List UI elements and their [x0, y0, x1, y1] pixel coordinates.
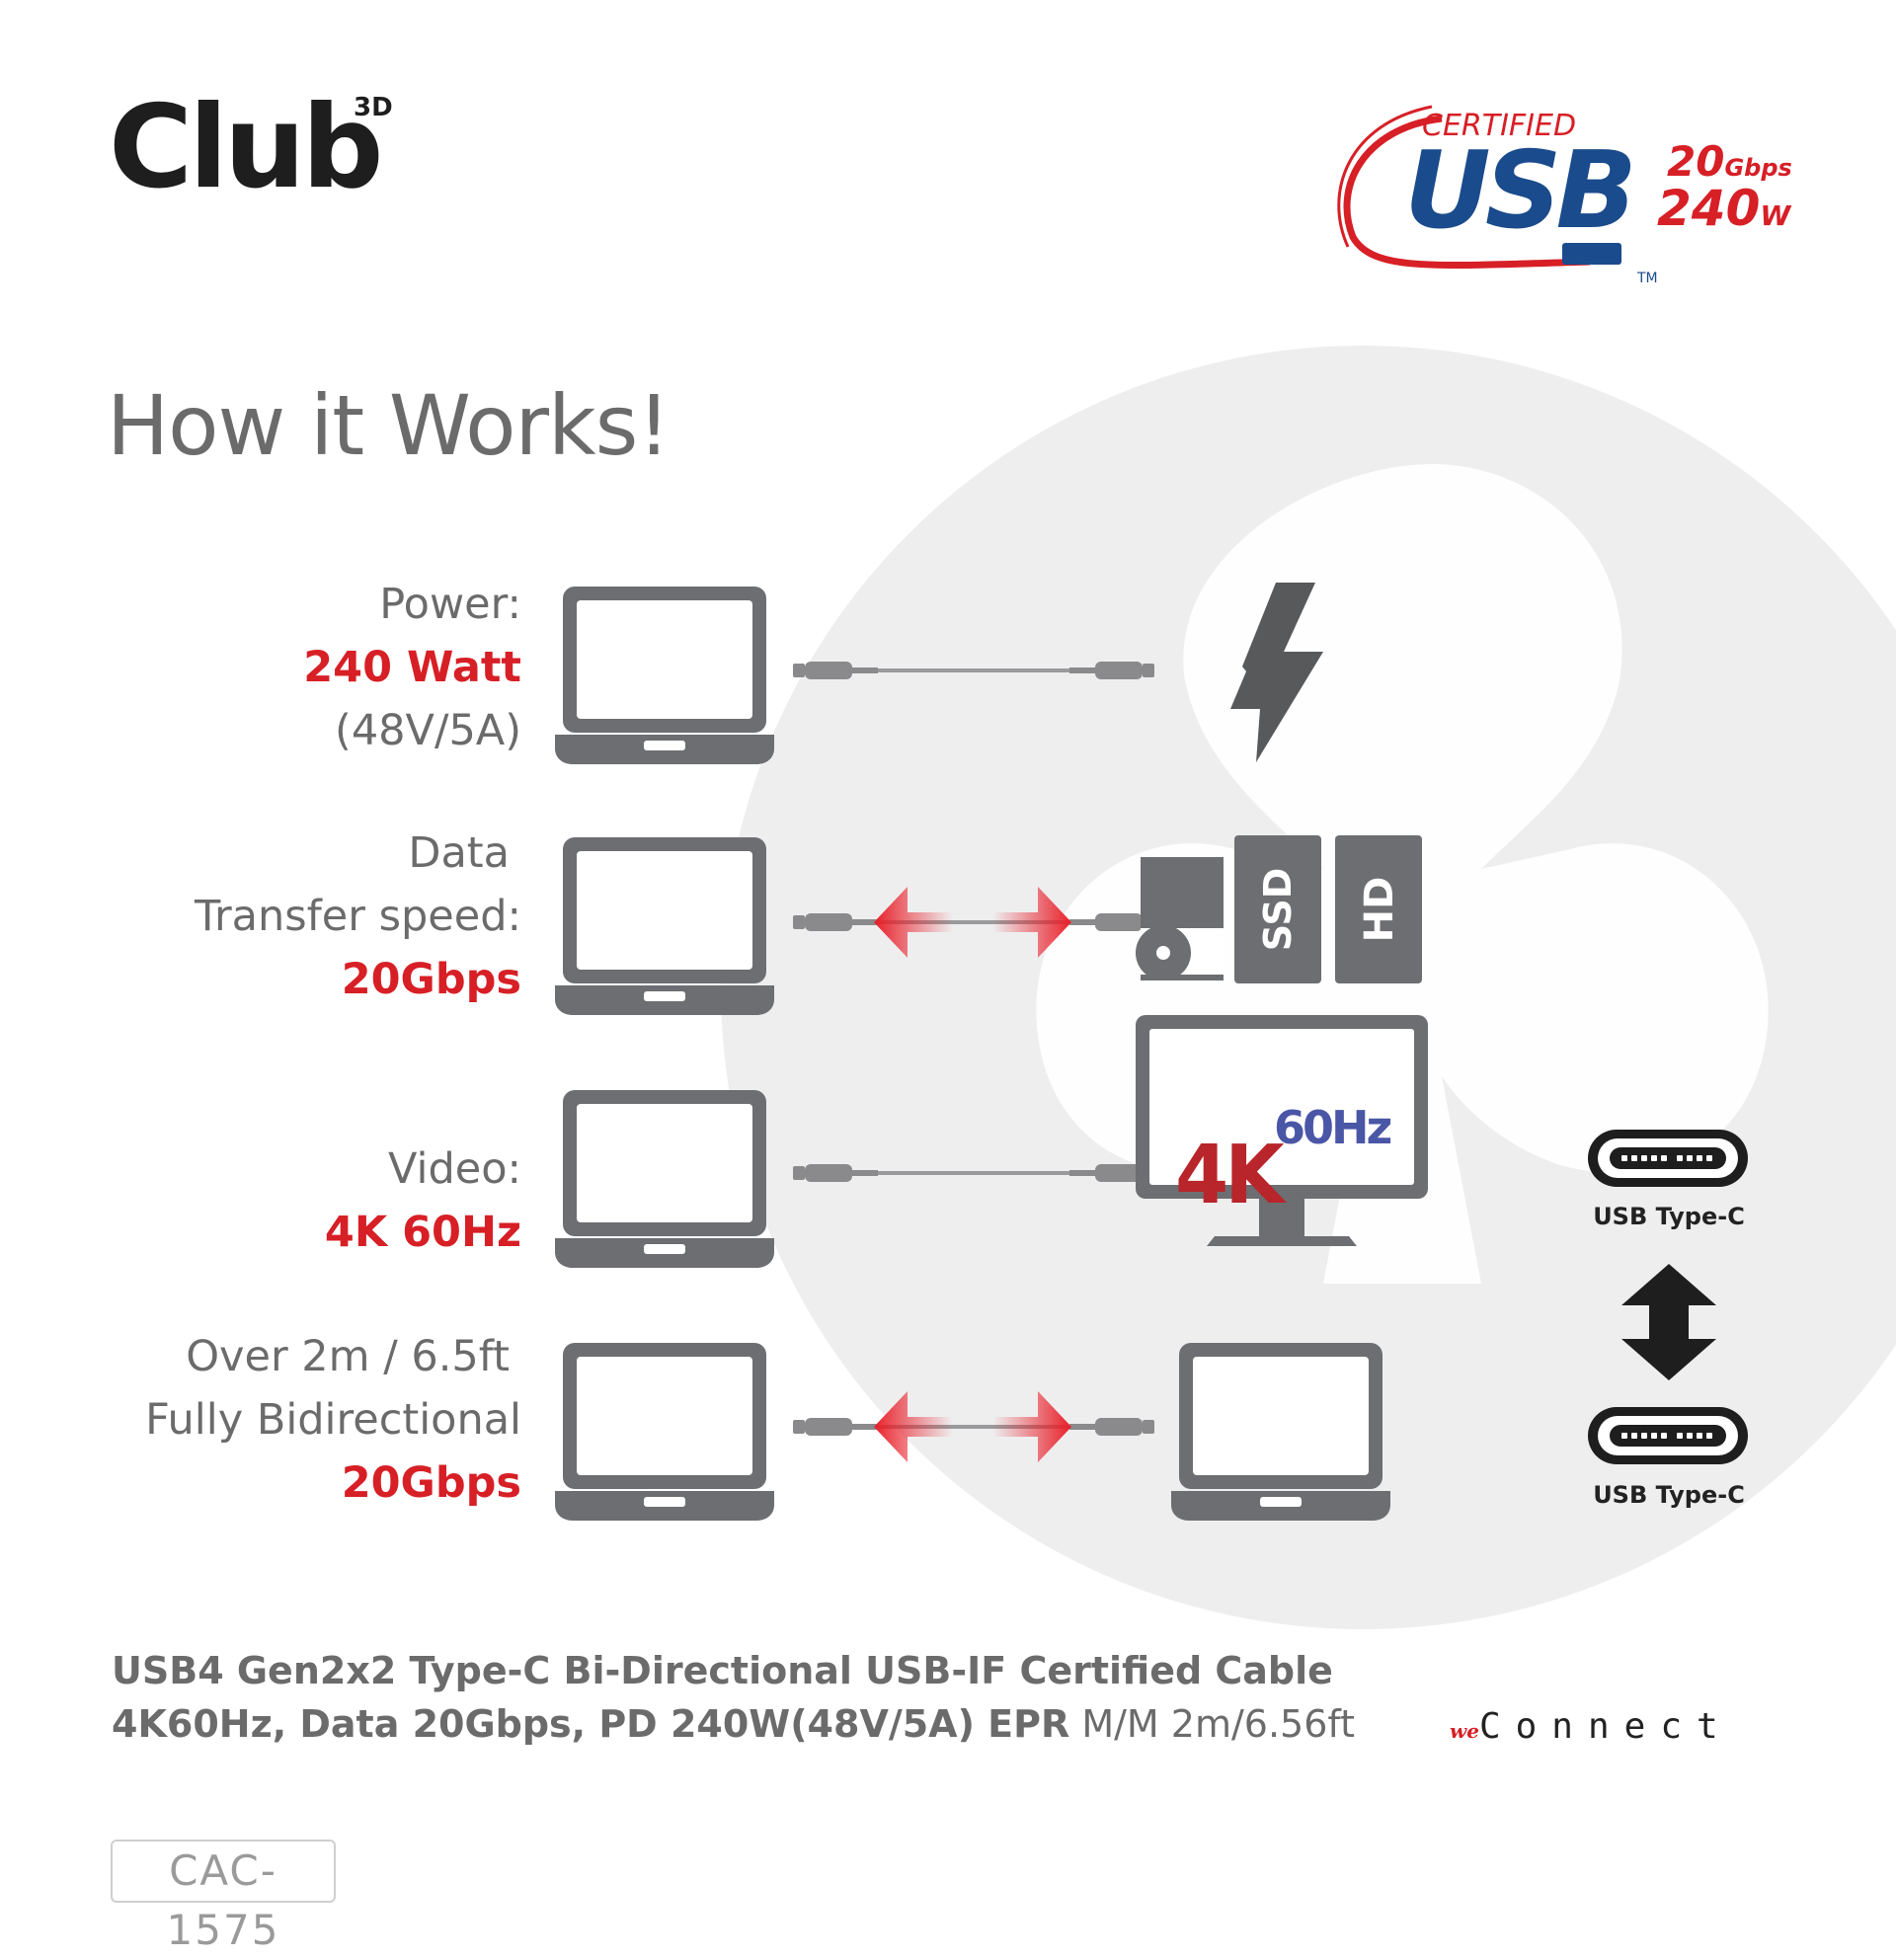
monitor-4k-text: 4K [1175, 1128, 1288, 1221]
row-power-line-3: (48V/5A) [335, 706, 521, 755]
hd-label: HD [1357, 877, 1402, 943]
row-video-line-2: 4K 60Hz [324, 1208, 521, 1257]
product-description-line-1: USB4 Gen2x2 Type-C Bi-Directional USB-IF… [112, 1649, 1333, 1692]
lightning-icon [1230, 583, 1323, 762]
ssd-icon: SSD [1234, 835, 1321, 983]
weconnect-logo: weConnect [1450, 1706, 1733, 1747]
laptop-icon [555, 1343, 774, 1521]
badge-power-value: 240W [1657, 180, 1791, 237]
laptop-icon [1171, 1343, 1390, 1521]
weconnect-word: Connect [1478, 1706, 1733, 1747]
row-label-power: Power: 240 Watt (48V/5A) [303, 573, 521, 762]
row-data-line-1: Data [408, 828, 510, 878]
row-data-line-3: 20Gbps [341, 955, 521, 1004]
sku-badge: CAC-1575 [111, 1840, 336, 1954]
usb-cable [793, 1164, 1154, 1182]
club3d-logo: Club 3D [109, 91, 393, 205]
badge-plug-shape [1562, 243, 1621, 265]
usb-cable [793, 913, 1154, 931]
usb-cable [793, 1418, 1154, 1436]
row-bidir-line-1: Over 2m / 6.5ft [186, 1332, 510, 1381]
laptop-icon [555, 1090, 774, 1268]
row-label-data: Data Transfer speed: 20Gbps [195, 822, 521, 1011]
product-description: USB4 Gen2x2 Type-C Bi-Directional USB-IF… [112, 1644, 1355, 1751]
row-bidir-line-3: 20Gbps [341, 1458, 521, 1508]
row-data-line-2: Transfer speed: [195, 892, 521, 941]
row-label-bidirectional: Over 2m / 6.5ft Fully Bidirectional 20Gb… [145, 1325, 521, 1515]
badge-swoosh-thin [1337, 105, 1433, 248]
monitor-60hz-text: 60Hz [1274, 1101, 1391, 1154]
monitor-icon: 4K 60Hz [1136, 1015, 1428, 1246]
brand-logo-superscript: 3D [354, 93, 393, 122]
product-description-line-2: 4K60Hz, Data 20Gbps, PD 240W(48V/5A) EPR… [112, 1697, 1355, 1751]
badge-usb-text: USB [1404, 129, 1631, 253]
page-title: How it Works! [107, 377, 671, 474]
hdd-icon: HD [1335, 835, 1422, 983]
usb-c-port-icon [1588, 1407, 1748, 1464]
weconnect-prefix: we [1450, 1719, 1479, 1743]
badge-swoosh [1343, 115, 1591, 270]
usb-certified-badge: CERTIFIED USB TM 20Gbps 240W [1337, 105, 1792, 286]
product-description-size: M/M 2m/6.56ft [1069, 1702, 1355, 1746]
badge-certified-text: CERTIFIED [1422, 109, 1576, 143]
row-label-video: Video: 4K 60Hz [325, 1137, 521, 1264]
badge-speed-value: 20Gbps [1667, 137, 1792, 186]
usb-cable [793, 662, 1154, 679]
brand-logo-text: Club [109, 81, 384, 214]
row-bidir-line-2: Fully Bidirectional [145, 1395, 521, 1445]
optical-drive-icon [1136, 857, 1224, 980]
row-video-line-1: Video: [388, 1144, 521, 1194]
ssd-label: SSD [1256, 868, 1300, 952]
double-arrow-icon [1621, 1264, 1716, 1380]
laptop-icon [555, 837, 774, 1015]
badge-tm-text: TM [1636, 271, 1658, 286]
laptop-icon [555, 587, 774, 764]
usb-type-c-label-top: USB Type-C [1593, 1203, 1745, 1230]
usb-c-port-icon [1588, 1130, 1748, 1187]
product-description-specs: 4K60Hz, Data 20Gbps, PD 240W(48V/5A) EPR [112, 1702, 1070, 1746]
row-power-line-1: Power: [379, 580, 521, 629]
illustration-layer: SSD HD 4K 60Hz [555, 583, 1748, 1521]
usb-type-c-label-bottom: USB Type-C [1593, 1481, 1745, 1509]
row-power-line-2: 240 Watt [303, 643, 521, 692]
infographic-canvas: Club 3D CERTIFIED USB TM 20Gbps 240W How… [107, 90, 1896, 1954]
